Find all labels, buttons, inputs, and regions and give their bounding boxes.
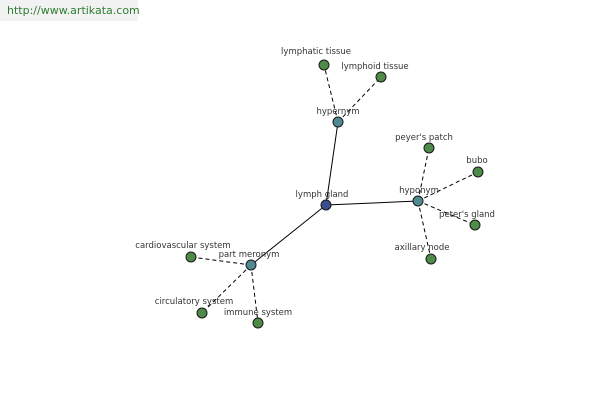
node-lymph-gland[interactable] [320,199,332,211]
node-axillary-node[interactable] [425,253,437,265]
edge-meronym-immune-system [250,264,259,324]
edge-hypernym-lymphatic-tissue [323,64,339,123]
label-lymphatic-tissue: lymphatic tissue [281,47,351,57]
label-immune-system: immune system [224,308,292,318]
watermark-url: http://www.artikata.com [0,0,140,21]
edge-hyponym-peters-gland [417,200,476,226]
label-hypernym: hypernym [316,107,359,117]
label-part-meronym: part meronym [219,250,280,260]
node-immune-system[interactable] [252,317,264,329]
label-peters-gland: peter's gland [439,210,495,220]
node-circulatory-system[interactable] [196,307,208,319]
edge-hypernym-lymphoid-tissue [337,76,382,123]
edge-center-part-meronym [250,204,327,266]
node-part-meronym[interactable] [245,259,257,271]
node-peyers-patch[interactable] [423,142,435,154]
label-circulatory-system: circulatory system [155,297,233,307]
edge-center-hyponym [325,200,419,206]
node-cardiovascular-system[interactable] [185,251,197,263]
edge-hyponym-peyers-patch [417,147,430,202]
node-hypernym[interactable] [332,116,344,128]
node-lymphatic-tissue[interactable] [318,59,330,71]
node-lymphoid-tissue[interactable] [375,71,387,83]
label-axillary-node: axillary node [395,243,450,253]
edge-center-hypernym [325,121,339,206]
label-bubo: bubo [466,156,487,166]
edge-meronym-circulatory-system [201,264,252,314]
edge-hyponym-axillary-node [417,200,432,260]
label-cardiovascular-system: cardiovascular system [135,241,230,251]
node-hyponym[interactable] [412,195,424,207]
label-hyponym: hyponym [399,186,439,196]
label-lymph-gland: lymph gland [296,190,349,200]
label-lymphoid-tissue: lymphoid tissue [341,62,408,72]
node-peters-gland[interactable] [469,219,481,231]
edge-meronym-cardiovascular-system [190,256,252,266]
node-bubo[interactable] [472,166,484,178]
label-peyers-patch: peyer's patch [395,133,453,143]
